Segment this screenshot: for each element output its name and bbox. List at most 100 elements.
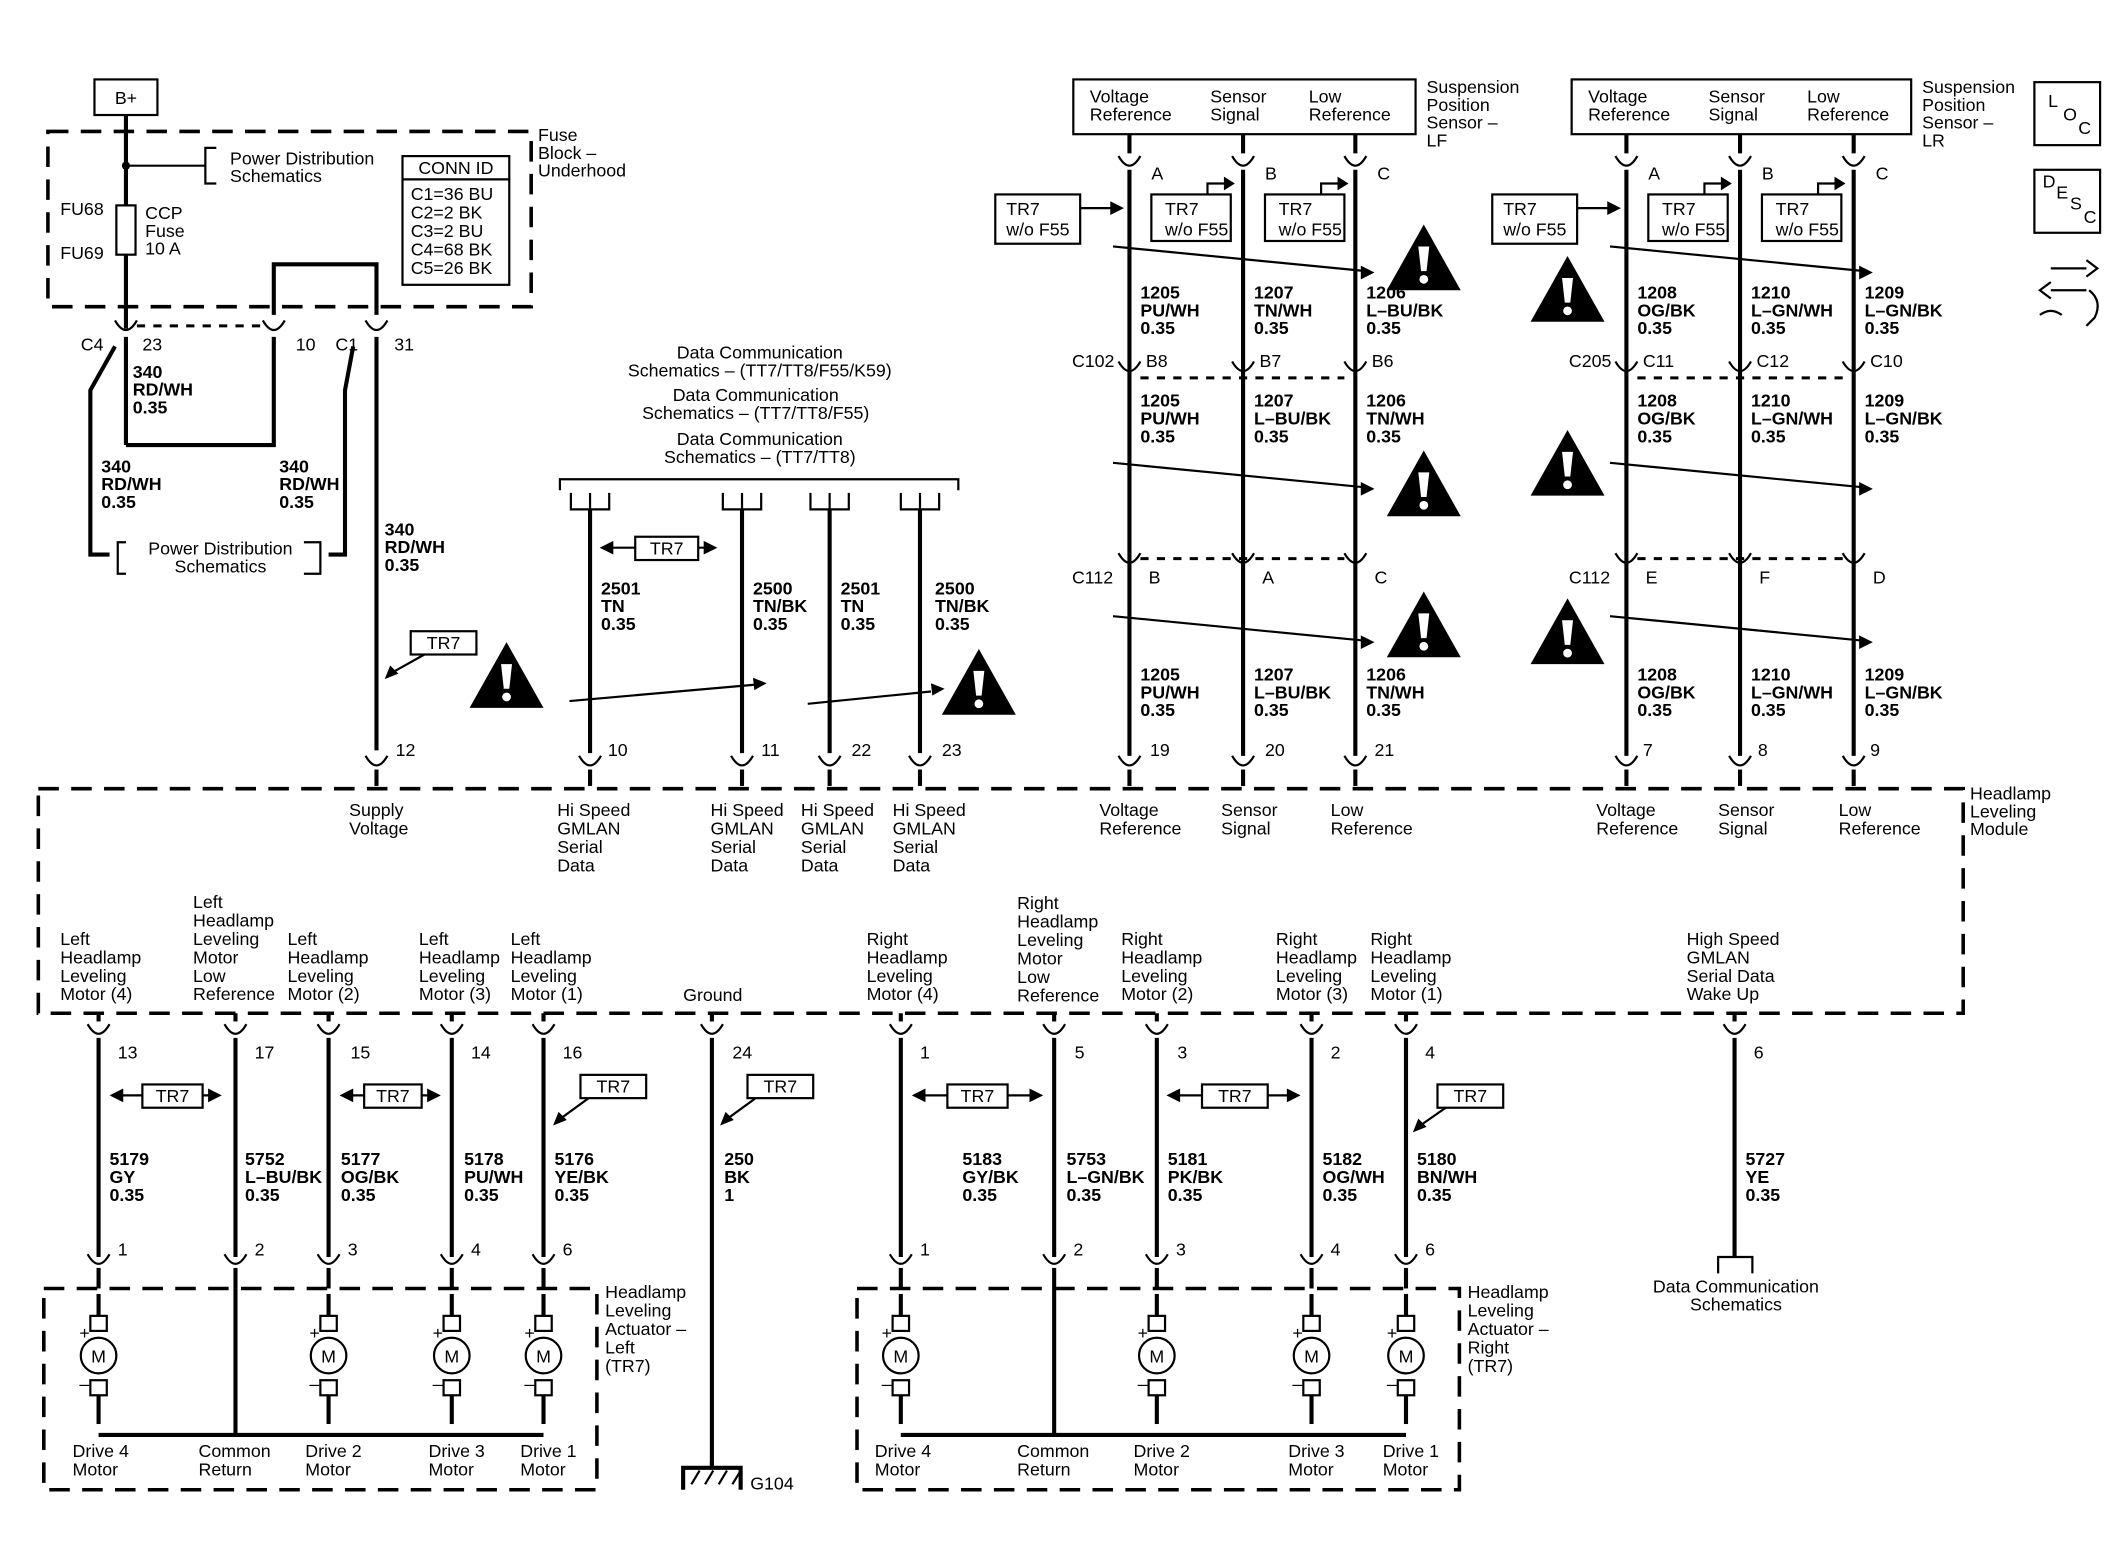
tr7-tag-ground-text: TR7 <box>764 1077 798 1097</box>
sensor_lr-w1-label-0-circuit: 1208 <box>1637 282 1677 302</box>
sensor_lr-w1-label-0-gauge: 0.35 <box>1637 318 1672 338</box>
sensor_lr-c2-pin-label: F <box>1759 567 1770 587</box>
actuator_left-pin-label: 6 <box>563 1240 573 1260</box>
sensor_lr-wo-tag-left-text: TR7 <box>1503 199 1537 219</box>
sensor_lr-c2-pin-1 <box>1728 552 1752 564</box>
loc-icon-c: C <box>2078 118 2091 138</box>
sensor_lr-title: LR <box>1922 131 1945 151</box>
fuse-pin-31-label: 31 <box>394 335 414 355</box>
sensor_lf-w2-label-2-gauge: 0.35 <box>1366 426 1401 446</box>
sensor_lf-w3-label-0-color: PU/WH <box>1140 682 1199 702</box>
tr7-left-arrow-1-head <box>109 1088 124 1103</box>
sensor_lr-w2-label-0-color: OG/BK <box>1637 408 1695 428</box>
fuse-internal-jumper <box>271 262 379 315</box>
sensor_lf-wo-tag-arrow <box>1223 176 1235 191</box>
sensor_lf-w3-label-1-color: L–BU/BK <box>1254 682 1331 702</box>
module-bottom-pin-name: Low <box>1017 967 1050 987</box>
ground-hatch-2 <box>717 1470 728 1485</box>
actuator_left-motor-4 <box>524 1336 563 1375</box>
module-bottom-pin-name: Motor <box>193 947 239 967</box>
sensor_lr-w2-label-2-color: L–GN/BK <box>1865 408 1943 428</box>
module-title: Headlamp <box>1970 784 2051 804</box>
actuator_left-pin-0 <box>86 1253 111 1265</box>
sensor_lf-wo-tag-leader <box>1320 182 1341 195</box>
tr7-tag-right-3-text: TR7 <box>1454 1086 1488 1106</box>
fuse-block-title: Fuse <box>538 125 578 145</box>
module-bottom-pin-name: Headlamp <box>193 910 274 930</box>
module-top-pin-name: Data <box>557 856 595 876</box>
power-dist-label: Schematics <box>230 166 322 186</box>
module-bottom-pin-name: Reference <box>1017 986 1099 1006</box>
warning-icon-dot <box>1563 648 1572 658</box>
actuator_right-pin-label: 2 <box>1073 1240 1083 1260</box>
bottom-wire-label-6-color: GY/BK <box>962 1167 1018 1187</box>
sensor_lf-w2-label-2-circuit: 1206 <box>1366 391 1406 411</box>
sensor_lf-w1-label-0-circuit: 1205 <box>1140 282 1180 302</box>
module-top-pin-name: Low <box>1839 800 1872 820</box>
connector-swap-icon-hook <box>2039 309 2063 316</box>
sensor_lr-pin-label: A <box>1648 163 1660 183</box>
sensor_lr-title: Suspension <box>1922 77 2015 97</box>
module-bottom-pin-label: 13 <box>118 1042 138 1062</box>
sensor_lr-wo-tag-text: w/o F55 <box>1775 220 1839 240</box>
twisted-pair-twist-2 <box>807 690 932 705</box>
actuator_right-terminal-label: Drive 4 <box>875 1441 931 1461</box>
actuator_right-motor-4-brush-top <box>1396 1314 1416 1333</box>
wire-340-right-branch <box>328 346 356 557</box>
actuator_right-pin-2 <box>1144 1253 1169 1265</box>
actuator_left-title: Left <box>605 1338 635 1358</box>
module-top-pin-label: 9 <box>1870 740 1880 760</box>
sensor_lf-w3-label-2-circuit: 1206 <box>1366 665 1406 685</box>
sensor_lf-term-label: Low <box>1309 87 1342 107</box>
module-top-pin-5 <box>1117 755 1142 767</box>
actuator_left-motor-2 <box>309 1336 348 1375</box>
bottom-wire-label-4-circuit: 5176 <box>554 1149 594 1169</box>
sensor_lf-w3-label-1-gauge: 0.35 <box>1254 700 1289 720</box>
actuator_right-motor-2-minus: – <box>1138 1374 1148 1394</box>
ground-hatch-3 <box>731 1470 742 1485</box>
sensor_lf-pin-label: A <box>1151 163 1163 183</box>
sensor_lr-pin-2 <box>1841 155 1866 167</box>
module-bottom-pin-name: Right <box>1121 929 1163 949</box>
actuator_left-pin-label: 4 <box>471 1240 481 1260</box>
sensor_lr-c1-pin-2 <box>1841 360 1866 373</box>
bottom-wire-label-0-color: GY <box>110 1167 136 1187</box>
module-bottom-pin-name: Motor (2) <box>287 984 359 1004</box>
warning-icon-dot <box>974 699 984 709</box>
bottom-wire-label-2-color: OG/BK <box>341 1167 399 1187</box>
sensor_lf-w2-label-1-color: L–BU/BK <box>1254 408 1331 428</box>
sensor_lf-w1-label-1-color: TN/WH <box>1254 300 1312 320</box>
module-bottom-pin-name: Left <box>193 892 223 912</box>
sensor_lf-c2-pin-label: C <box>1375 567 1388 587</box>
sensor_lr-w3-label-1-color: L–GN/WH <box>1751 682 1833 702</box>
module-top-pin-label: 8 <box>1758 740 1768 760</box>
sensor_lf-term-label: Voltage <box>1090 87 1149 107</box>
bottom-wire-label-10-circuit: 5180 <box>1417 1149 1457 1169</box>
sensor_lr-w3-label-0-gauge: 0.35 <box>1637 700 1672 720</box>
module-top-pin-name: Signal <box>1221 819 1270 839</box>
actuator_right-motor-3-brush-bottom <box>1302 1379 1321 1397</box>
sensor_lf-w3-label-0-gauge: 0.35 <box>1140 700 1175 720</box>
data-comm-bus-bracket <box>558 478 960 491</box>
actuator_left-pin-1 <box>223 1253 248 1265</box>
actuator_right-terminal-label: Motor <box>1134 1459 1180 1479</box>
actuator_right-pin-3 <box>1299 1253 1324 1265</box>
actuator_left-motor-0-brush-bottom <box>89 1379 108 1397</box>
actuator_right-motor-3-brush-top <box>1302 1314 1321 1333</box>
sensor_lr-w3-label-1-circuit: 1210 <box>1751 665 1791 685</box>
tr7-tag-right-1-text: TR7 <box>961 1086 995 1106</box>
bottom-wire-label-1-color: L–BU/BK <box>245 1167 322 1187</box>
module-bottom-pin-6 <box>888 1023 913 1035</box>
sensor_lf-wo-tag-leader <box>1206 182 1227 195</box>
desc-icon-letter: D <box>2043 172 2056 192</box>
module-bottom-pin-label: 1 <box>920 1042 930 1062</box>
wire-label-2500-b-gauge: 0.35 <box>935 614 970 634</box>
sensor_lr-w1-label-0-color: OG/BK <box>1637 300 1695 320</box>
warning-icon-mark <box>1418 472 1430 498</box>
actuator_right-motor-4-brush-bottom <box>1396 1379 1416 1397</box>
warning-icon-mark <box>973 670 985 696</box>
module-top-pin-name: Hi Speed <box>557 800 630 820</box>
module-bottom-pin-name: Right <box>1017 893 1059 913</box>
sensor_lr-w2-label-1-color: L–GN/WH <box>1751 408 1833 428</box>
